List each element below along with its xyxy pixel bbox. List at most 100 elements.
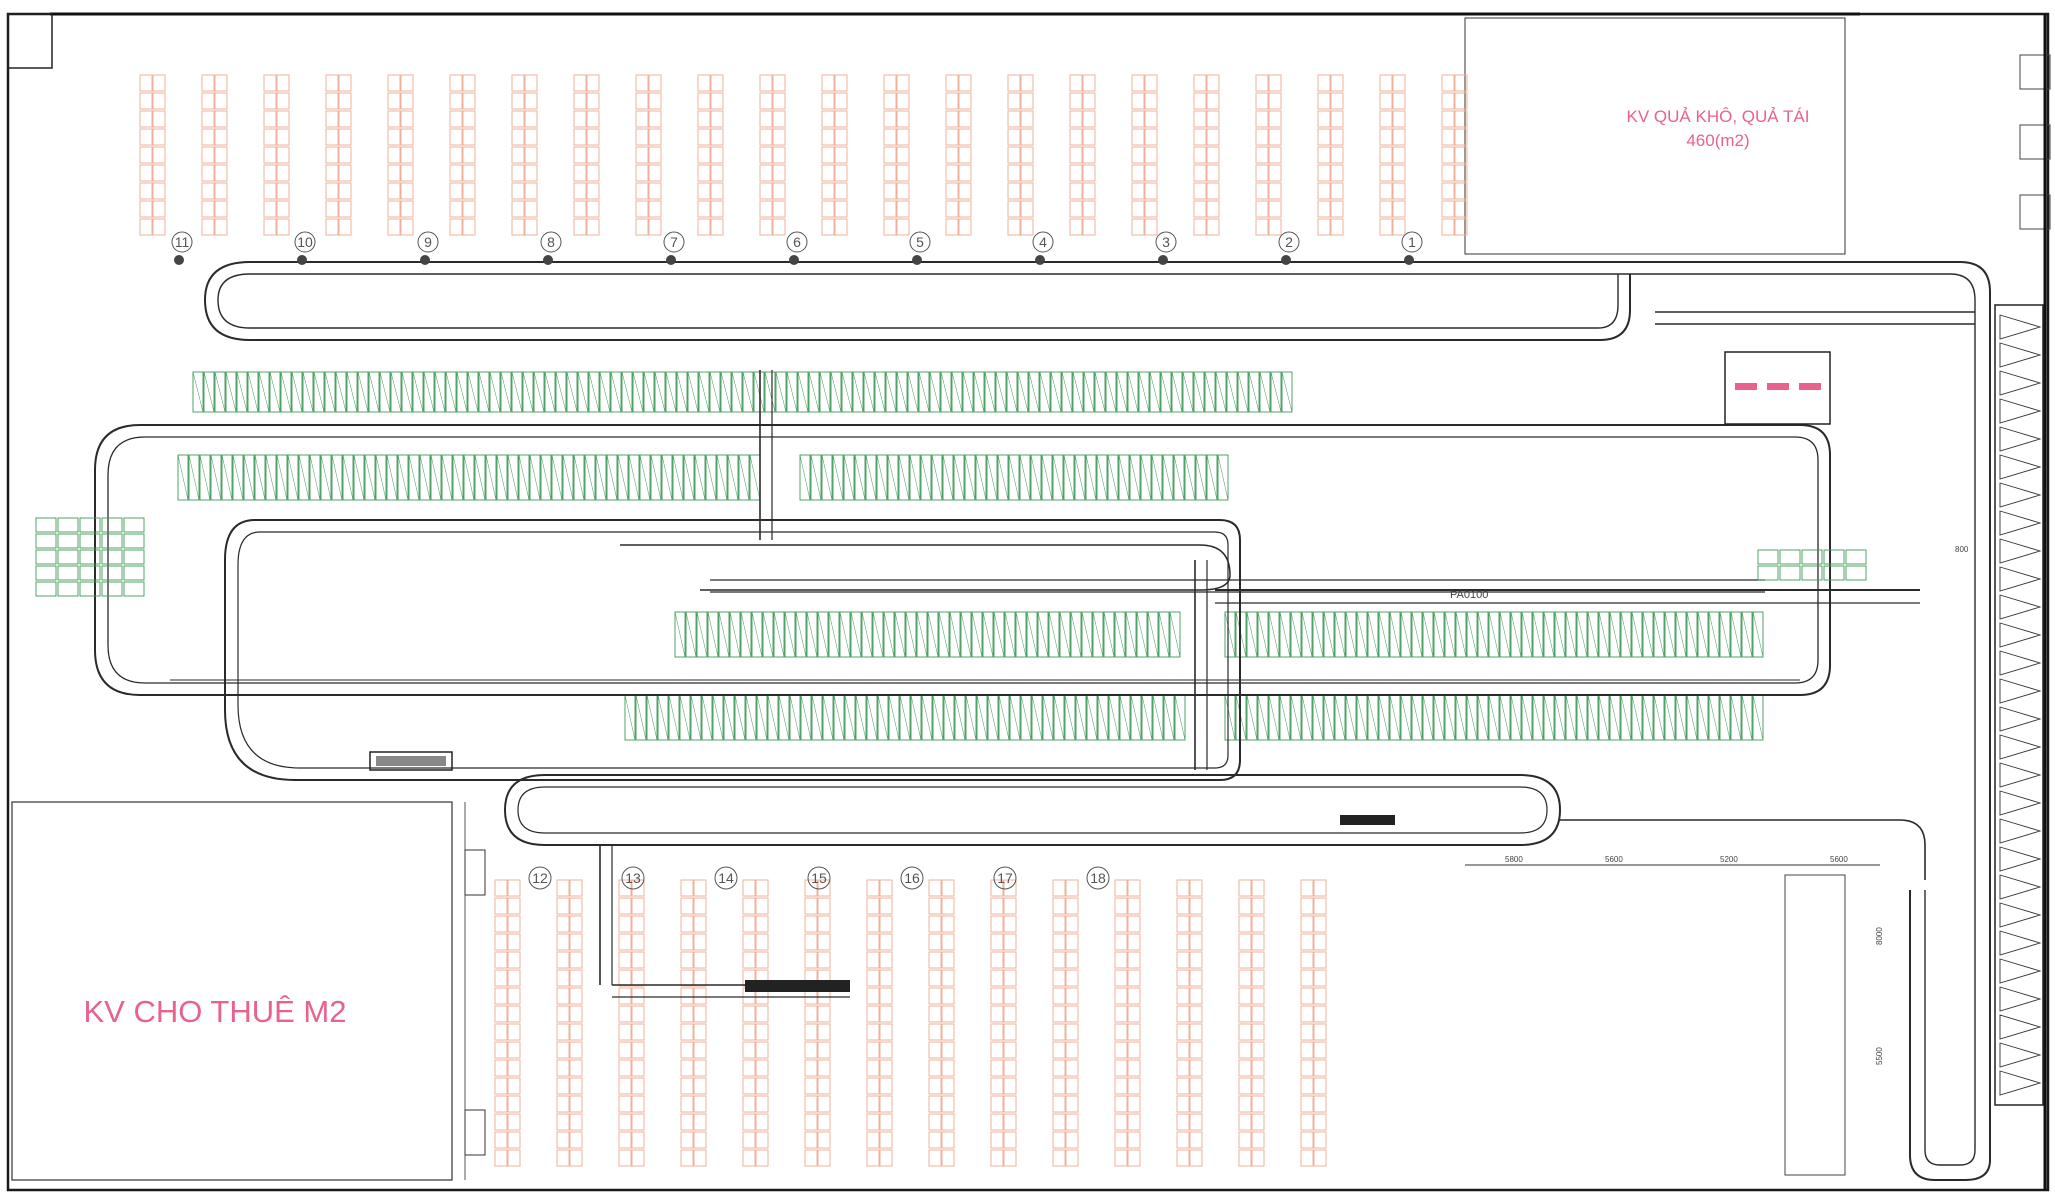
green-rack-cell <box>742 371 754 413</box>
green-rack-brace <box>685 611 697 658</box>
rack-cell <box>556 951 570 969</box>
rack-cell <box>325 74 339 92</box>
rack-cell <box>1127 969 1141 987</box>
rack-cell <box>1238 1041 1252 1059</box>
green-rack-row <box>177 454 761 501</box>
rack-cell <box>449 128 463 146</box>
rack-cell <box>462 128 476 146</box>
rack-cell <box>507 1023 521 1041</box>
rack-column-bottom <box>742 879 769 1167</box>
rack-column-bottom <box>990 879 1017 1167</box>
rack-cell <box>1020 92 1034 110</box>
green-rack-cell <box>1217 454 1229 501</box>
rack-cell <box>1052 1113 1066 1131</box>
station-robot-icon <box>789 255 799 265</box>
rack-cell <box>742 1059 756 1077</box>
rack-column-top <box>325 74 352 236</box>
green-rack-brace <box>379 371 391 413</box>
rack-cell <box>1238 987 1252 1005</box>
rack-cell <box>325 128 339 146</box>
rack-cell <box>834 164 848 182</box>
green-rack-brace <box>954 694 966 741</box>
green-rack-brace <box>478 371 490 413</box>
green-rack-brace <box>707 611 719 658</box>
rack-cell <box>263 182 277 200</box>
rack-cell <box>1127 1023 1141 1041</box>
green-rack-cell <box>1182 371 1194 413</box>
rack-cell <box>1317 164 1331 182</box>
rack-cell <box>1176 1041 1190 1059</box>
rack-cell <box>387 92 401 110</box>
rack-cell <box>1379 110 1393 128</box>
rack-cell <box>556 1113 570 1131</box>
rack-cell <box>928 879 942 897</box>
green-rack-cell <box>876 454 888 501</box>
rack-cell <box>697 164 711 182</box>
green-rack-brace <box>1246 611 1258 658</box>
green-rack-brace <box>920 454 932 501</box>
dry-fruit-zone-area: 460(m2) <box>1686 131 1749 150</box>
green-rack-cell <box>507 454 519 501</box>
green-rack-cell <box>1642 611 1654 658</box>
rack-cell <box>941 987 955 1005</box>
green-rack-cell <box>883 611 895 658</box>
rack-cell <box>524 128 538 146</box>
green-rack-cell <box>123 581 145 597</box>
rack-cell <box>1300 933 1314 951</box>
rack-cell <box>1131 146 1145 164</box>
rack-cell <box>325 200 339 218</box>
green-rack-brace <box>839 611 851 658</box>
green-rack-brace <box>456 371 468 413</box>
green-rack-cell <box>419 454 431 501</box>
green-rack-cell <box>997 454 1009 501</box>
green-rack-brace <box>953 454 965 501</box>
green-rack-brace <box>199 454 211 501</box>
green-rack-brace <box>876 454 888 501</box>
rack-cell <box>1300 915 1314 933</box>
green-rack-brace <box>674 611 686 658</box>
rack-cell <box>618 1131 632 1149</box>
rack-cell <box>1131 164 1145 182</box>
sorter-chute <box>1999 482 2042 508</box>
green-rack-cell <box>1609 611 1621 658</box>
green-rack-brace <box>938 611 950 658</box>
rack-cell <box>1454 182 1468 200</box>
rack-cell <box>511 74 525 92</box>
rack-cell <box>276 74 290 92</box>
rack-cell <box>1189 951 1203 969</box>
rack-cell <box>1131 74 1145 92</box>
rack-cell <box>742 933 756 951</box>
rack-cell <box>879 1059 893 1077</box>
rack-cell <box>990 933 1004 951</box>
rack-cell <box>586 218 600 236</box>
green-rack-cell <box>79 549 101 565</box>
rack-cell <box>569 1149 583 1167</box>
green-rack-brace <box>357 371 369 413</box>
rack-cell <box>1300 1005 1314 1023</box>
green-rack-brace <box>573 454 585 501</box>
green-rack-brace <box>727 454 739 501</box>
green-rack-brace <box>1147 611 1159 658</box>
rack-cell <box>879 897 893 915</box>
dry-fruit-zone-boundary <box>1464 17 1846 255</box>
rack-cell <box>569 933 583 951</box>
sorter-chute <box>1999 510 2042 536</box>
rack-cell <box>883 182 897 200</box>
green-rack-brace <box>1565 694 1577 741</box>
rack-cell <box>1114 987 1128 1005</box>
green-rack-brace <box>817 611 829 658</box>
rack-cell <box>152 164 166 182</box>
rack-cell <box>896 128 910 146</box>
rack-cell <box>276 128 290 146</box>
green-rack-cell <box>975 454 987 501</box>
green-rack-brace <box>1433 694 1445 741</box>
rack-cell <box>618 1149 632 1167</box>
rack-cell <box>1251 1023 1265 1041</box>
rack-cell <box>697 200 711 218</box>
rack-cell <box>742 1095 756 1113</box>
station-number: 8 <box>547 234 555 250</box>
rack-cell <box>387 74 401 92</box>
green-rack-cell <box>401 371 413 413</box>
green-rack-brace <box>1195 454 1207 501</box>
rack-cell <box>1176 933 1190 951</box>
